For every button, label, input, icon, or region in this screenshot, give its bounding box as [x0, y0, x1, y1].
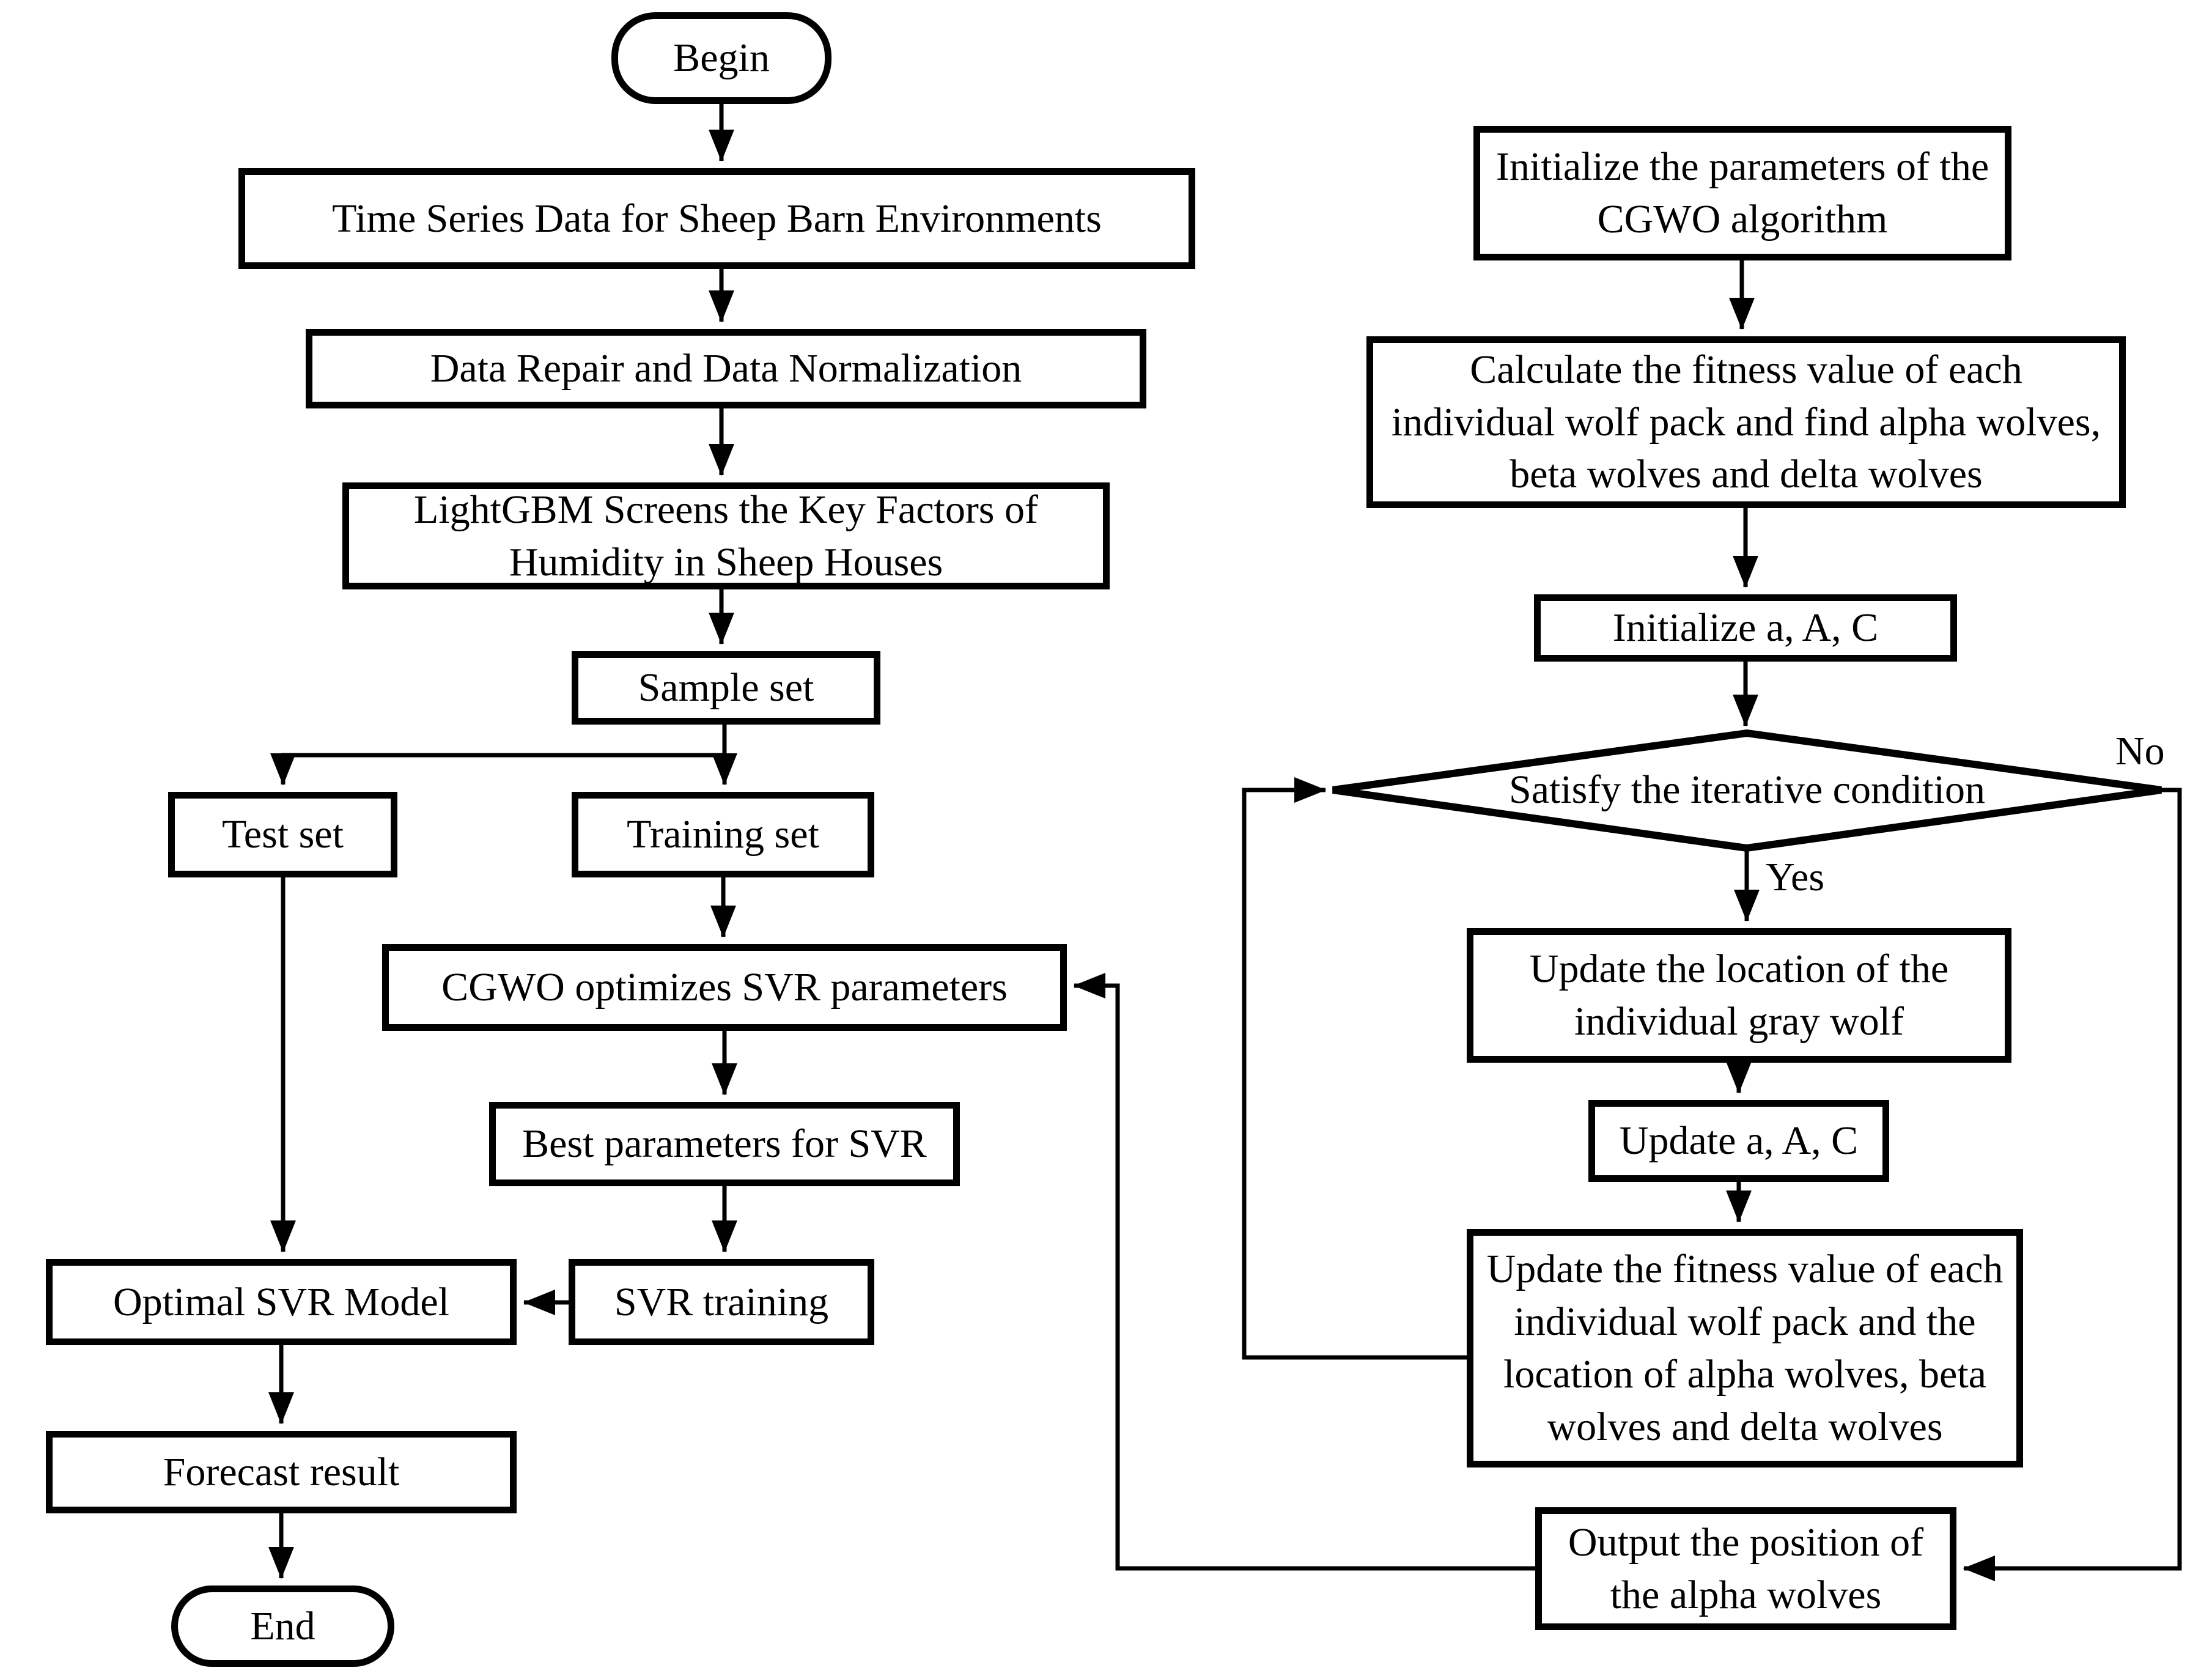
node-update-aac: Update a, A, C — [1588, 1100, 1889, 1182]
node-sample-set-label: Sample set — [638, 665, 814, 711]
edge-updatefit-diamond — [1242, 777, 1467, 1360]
node-training-set-label: Training set — [627, 812, 819, 857]
node-begin: Begin — [611, 12, 831, 104]
node-end: End — [171, 1586, 394, 1667]
node-svr-training: SVR training — [569, 1259, 874, 1345]
label-yes: Yes — [1766, 855, 1825, 899]
node-time-series: Time Series Data for Sheep Barn Environm… — [238, 168, 1195, 269]
node-time-series-label: Time Series Data for Sheep Barn Environm… — [332, 196, 1102, 241]
node-init-aac: Initialize a, A, C — [1534, 594, 1957, 662]
node-optimal-model-label: Optimal SVR Model — [112, 1279, 449, 1324]
node-iter-condition-label: Satisfy the iterative condition — [1509, 767, 1985, 813]
node-test-set: Test set — [168, 792, 397, 877]
node-update-fitness-label: Update the fitness value of each individ… — [1486, 1247, 2004, 1449]
node-update-location-label: Update the location of the individual gr… — [1529, 947, 1949, 1044]
node-cgwo-optimizes: CGWO optimizes SVR parameters — [382, 944, 1067, 1031]
node-lightgbm: LightGBM Screens the Key Factors of Humi… — [342, 482, 1110, 589]
node-data-repair: Data Repair and Data Normalization — [306, 329, 1146, 408]
node-init-cgwo-label: Initialize the parameters of the CGWO al… — [1495, 144, 1989, 242]
decision-diamond-shape — [1332, 729, 2162, 852]
node-best-parameters: Best parameters for SVR — [489, 1102, 960, 1186]
node-iter-condition: Satisfy the iterative condition — [1437, 741, 2057, 839]
label-no: No — [2115, 729, 2165, 773]
node-lightgbm-label: LightGBM Screens the Key Factors of Humi… — [414, 487, 1038, 585]
node-init-aac-label: Initialize a, A, C — [1612, 605, 1879, 651]
node-sample-set: Sample set — [572, 651, 880, 725]
node-calc-fitness-label: Calculate the fitness value of each indi… — [1391, 347, 2101, 497]
node-calc-fitness: Calculate the fitness value of each indi… — [1366, 336, 2126, 508]
edge-diamond-output-no — [1963, 788, 2182, 1581]
node-best-parameters-label: Best parameters for SVR — [522, 1121, 927, 1167]
node-forecast-result: Forecast result — [46, 1431, 517, 1513]
node-update-location: Update the location of the individual gr… — [1467, 928, 2011, 1063]
node-training-set: Training set — [572, 792, 874, 877]
node-output-position: Output the position of the alpha wolves — [1535, 1507, 1956, 1630]
node-init-cgwo: Initialize the parameters of the CGWO al… — [1473, 126, 2011, 260]
node-optimal-model: Optimal SVR Model — [46, 1259, 517, 1345]
node-forecast-result-label: Forecast result — [163, 1449, 400, 1494]
edge-sample-test — [270, 753, 724, 786]
node-output-position-label: Output the position of the alpha wolves — [1568, 1519, 1924, 1617]
node-data-repair-label: Data Repair and Data Normalization — [430, 346, 1022, 391]
node-end-label: End — [250, 1603, 315, 1648]
node-test-set-label: Test set — [222, 812, 344, 857]
edge-output-cgwo — [1073, 973, 1535, 1571]
node-cgwo-optimizes-label: CGWO optimizes SVR parameters — [441, 965, 1008, 1010]
node-update-fitness: Update the fitness value of each individ… — [1467, 1229, 2023, 1467]
node-begin-label: Begin — [673, 35, 770, 81]
node-svr-training-label: SVR training — [614, 1279, 829, 1324]
node-update-aac-label: Update a, A, C — [1619, 1118, 1859, 1164]
